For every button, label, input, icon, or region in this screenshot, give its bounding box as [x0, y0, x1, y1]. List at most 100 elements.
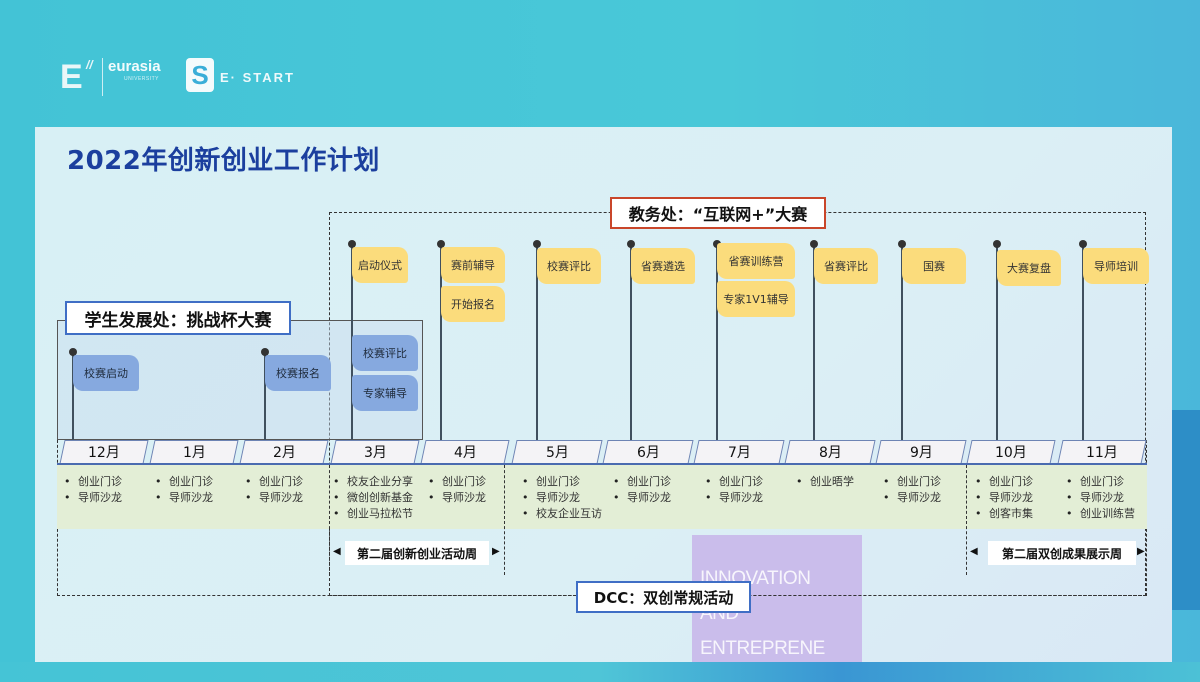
activity-item: 创业马拉松节 — [333, 506, 413, 522]
activity-item: 导师沙龙 — [613, 490, 671, 506]
activity-item: 创业门诊 — [613, 474, 671, 490]
flag-yellow: 国赛 — [902, 248, 966, 284]
eurasia-subtitle: UNIVERSITY — [124, 76, 160, 82]
month-label: 2月 — [272, 445, 296, 461]
activity-item: 微创创新基金 — [333, 490, 413, 506]
activity-list-10: 创业门诊 导师沙龙 创客市集 — [975, 474, 1033, 522]
pole-4 — [440, 244, 442, 440]
arrow-left-icon: ◀ — [333, 546, 341, 557]
pole-10 — [996, 244, 998, 440]
pole-11 — [1082, 244, 1084, 440]
month-tab-9: 9月 — [875, 440, 967, 464]
week-divider — [504, 465, 505, 575]
flag-blue: 校赛报名 — [265, 355, 331, 391]
month-tab-4: 4月 — [420, 440, 510, 464]
month-label: 10月 — [995, 445, 1027, 461]
activity-item: 创业晤学 — [796, 474, 854, 490]
flag-yellow: 校赛评比 — [537, 248, 601, 284]
flag-yellow: 开始报名 — [441, 286, 505, 322]
month-label: 9月 — [909, 445, 933, 461]
arrow-right-icon: ▶ — [1137, 546, 1145, 557]
activity-item: 创业门诊 — [522, 474, 602, 490]
eurasia-wordmark: eurasia — [108, 58, 161, 75]
logo-divider — [102, 58, 103, 96]
activity-item: 导师沙龙 — [64, 490, 122, 506]
month-tab-8: 8月 — [784, 440, 876, 464]
pole-12 — [72, 352, 74, 440]
flag-yellow: 省赛评比 — [814, 248, 878, 284]
pole-dot-icon — [533, 240, 541, 248]
arrow-left-icon: ◀ — [970, 546, 978, 557]
academic-affairs-label: 教务处：“互联网+”大赛 — [610, 197, 826, 229]
activity-list-7: 创业门诊 导师沙龙 — [705, 474, 763, 506]
pole-8 — [813, 244, 815, 440]
activity-item: 导师沙龙 — [975, 490, 1033, 506]
activity-band — [57, 465, 1147, 529]
flag-blue: 校赛评比 — [352, 335, 418, 371]
activity-list-11: 创业门诊 导师沙龙 创业训练营 — [1066, 474, 1135, 522]
month-tab-11: 11月 — [1057, 440, 1147, 464]
week-divider — [329, 465, 330, 575]
flag-blue: 校赛启动 — [73, 355, 139, 391]
activity-item: 导师沙龙 — [1066, 490, 1135, 506]
student-affairs-label: 学生发展处：挑战杯大赛 — [65, 301, 291, 335]
month-label: 12月 — [88, 445, 120, 461]
pole-dot-icon — [69, 348, 77, 356]
showcase-week-label: 第二届双创成果展示周 — [988, 541, 1136, 565]
activity-list-9: 创业门诊 导师沙龙 — [883, 474, 941, 506]
activity-item: 创业门诊 — [155, 474, 213, 490]
month-tab-10: 10月 — [966, 440, 1056, 464]
pole-dot-icon — [627, 240, 635, 248]
activity-list-2: 创业门诊 导师沙龙 — [245, 474, 303, 506]
pole-dot-icon — [437, 240, 445, 248]
month-tab-1: 1月 — [149, 440, 239, 464]
activity-item: 导师沙龙 — [155, 490, 213, 506]
activity-item: 创业门诊 — [883, 474, 941, 490]
pole-dot-icon — [261, 348, 269, 356]
month-tab-2: 2月 — [239, 440, 329, 464]
month-tab-3: 3月 — [330, 440, 420, 464]
month-label: 1月 — [182, 445, 206, 461]
month-tab-7: 7月 — [693, 440, 785, 464]
activity-item: 导师沙龙 — [883, 490, 941, 506]
innovation-week-label: 第二届创新创业活动周 — [345, 541, 489, 565]
pole-7 — [716, 244, 718, 440]
activity-list-6: 创业门诊 导师沙龙 — [613, 474, 671, 506]
estart-wordmark: E· START — [220, 70, 295, 85]
eurasia-logo-marks: // — [86, 58, 93, 72]
month-label: 6月 — [636, 445, 660, 461]
activity-item: 创业门诊 — [1066, 474, 1135, 490]
decor-right-strip — [1172, 410, 1200, 610]
activity-list-12: 创业门诊 导师沙龙 — [64, 474, 122, 506]
activity-list-1: 创业门诊 导师沙龙 — [155, 474, 213, 506]
slide-panel — [35, 127, 1172, 662]
activity-item: 创业门诊 — [428, 474, 486, 490]
arrow-right-icon: ▶ — [492, 546, 500, 557]
flag-yellow: 导师培训 — [1083, 248, 1149, 284]
month-label: 5月 — [545, 445, 569, 461]
flag-yellow: 省赛遴选 — [631, 248, 695, 284]
pole-2 — [264, 352, 266, 440]
month-label: 3月 — [363, 445, 387, 461]
flag-yellow: 赛前辅导 — [441, 247, 505, 283]
activity-item: 创业门诊 — [245, 474, 303, 490]
activity-list-3: 校友企业分享 微创创新基金 创业马拉松节 — [333, 474, 413, 522]
decor-text-line3: ENTREPRENE — [700, 638, 825, 659]
pole-dot-icon — [348, 240, 356, 248]
flag-blue: 专家辅导 — [352, 375, 418, 411]
activity-list-8: 创业晤学 — [796, 474, 854, 490]
activity-item: 导师沙龙 — [705, 490, 763, 506]
activity-item: 校友企业互访 — [522, 506, 602, 522]
activity-item: 导师沙龙 — [245, 490, 303, 506]
month-label: 8月 — [818, 445, 842, 461]
month-tab-6: 6月 — [602, 440, 694, 464]
pole-dot-icon — [1079, 240, 1087, 248]
flag-yellow: 启动仪式 — [352, 247, 408, 283]
eurasia-e-logo: E — [60, 58, 83, 96]
pole-dot-icon — [810, 240, 818, 248]
activity-item: 创业门诊 — [975, 474, 1033, 490]
timeline-rule — [57, 463, 1147, 465]
page-title: 2022年创新创业工作计划 — [67, 146, 380, 176]
week-divider — [966, 465, 967, 575]
activity-list-4: 创业门诊 导师沙龙 — [428, 474, 486, 506]
